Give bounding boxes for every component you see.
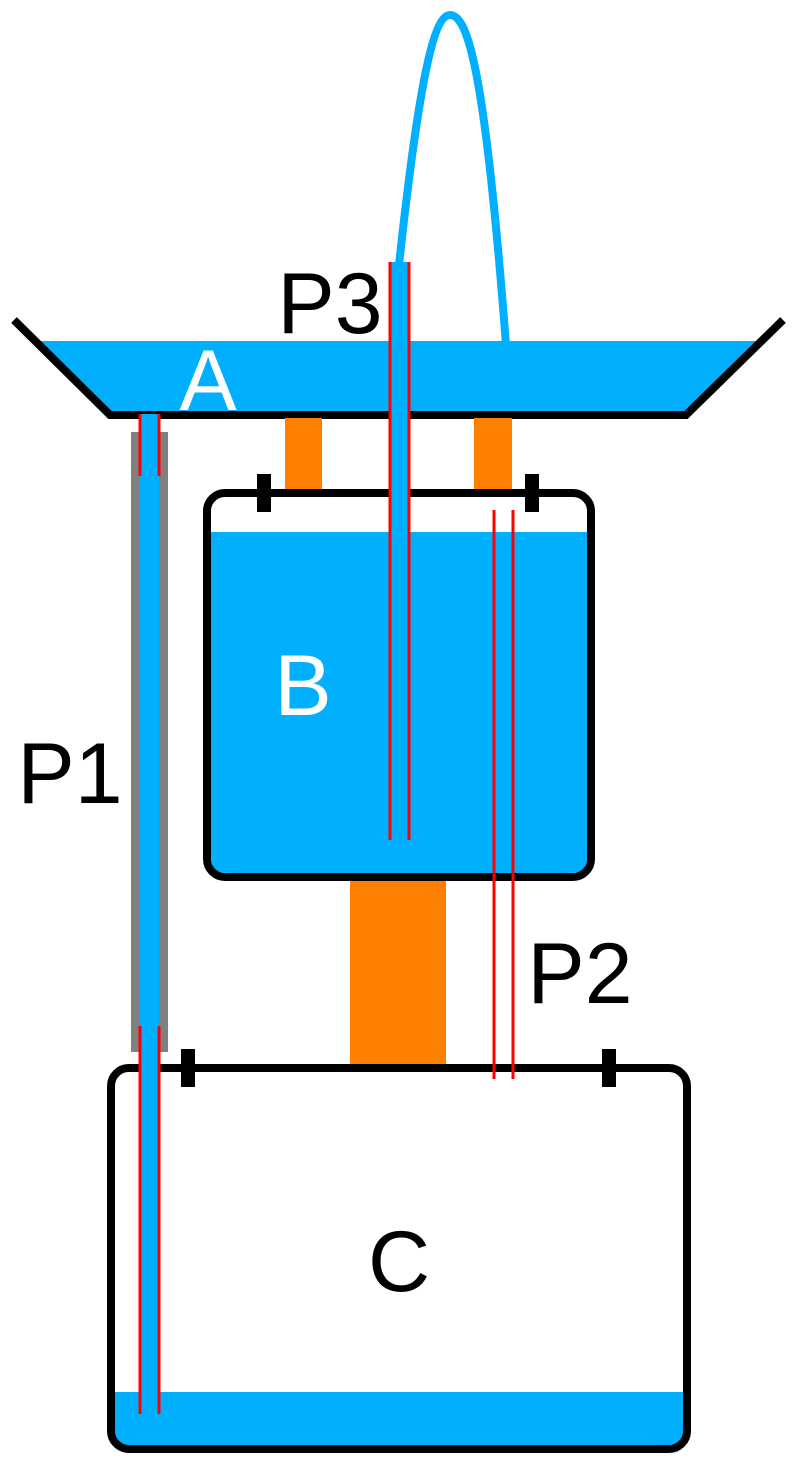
tank-c	[107, 1049, 691, 1453]
support-right	[474, 418, 512, 492]
label-p1: P1	[17, 726, 122, 822]
pipe-p1	[131, 414, 168, 1414]
pipe-p2	[492, 510, 515, 1079]
fountain-jet	[395, 10, 510, 346]
tank-c-clamp-right	[602, 1049, 616, 1087]
tank-c-water	[115, 1392, 683, 1445]
pipe-p1-water	[140, 414, 159, 1414]
label-b: B	[274, 638, 331, 734]
tank-c-outline	[107, 1064, 691, 1453]
pipe-p3	[388, 262, 411, 840]
label-p3: P3	[277, 256, 382, 352]
label-a: A	[179, 333, 237, 429]
label-p2: P2	[527, 926, 632, 1022]
support-left	[285, 418, 322, 492]
tank-b-clamp-right	[525, 474, 539, 512]
pipe-p3-water	[390, 262, 409, 840]
label-c: C	[368, 1214, 430, 1310]
tank-b-clamp-left	[257, 474, 271, 512]
support-center	[350, 880, 446, 1066]
tank-c-clamp-left	[181, 1049, 195, 1087]
